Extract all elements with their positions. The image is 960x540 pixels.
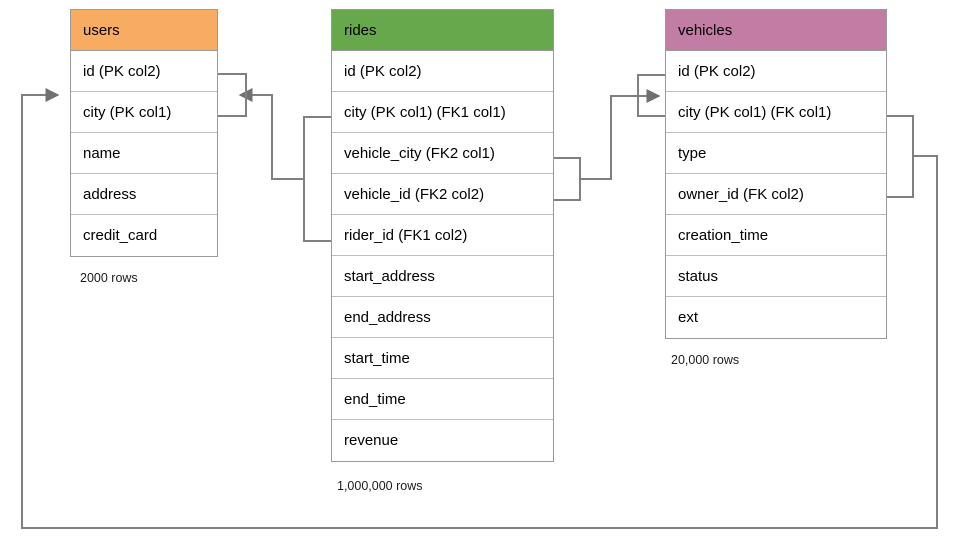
table-vehicles-column-id: id (PK col2) [666,51,886,92]
table-rides-column-id: id (PK col2) [332,51,553,92]
table-rides-column-start-time: start_time [332,338,553,379]
table-users-column-address: address [71,174,217,215]
table-users-column-id: id (PK col2) [71,51,217,92]
table-users[interactable]: users id (PK col2) city (PK col1) name a… [70,9,218,257]
table-vehicles-column-city: city (PK col1) (FK col1) [666,92,886,133]
table-users-row-count: 2000 rows [80,271,138,285]
table-rides-column-city: city (PK col1) (FK1 col1) [332,92,553,133]
relationship-fk2-rides-to-vehicles [554,74,665,201]
table-vehicles-column-status: status [666,256,886,297]
table-vehicles-header: vehicles [666,10,886,51]
table-rides-header: rides [332,10,553,51]
table-rides-column-end-address: end_address [332,297,553,338]
table-vehicles-column-ext: ext [666,297,886,338]
table-vehicles-column-creation-time: creation_time [666,215,886,256]
table-users-column-name: name [71,133,217,174]
table-rides[interactable]: rides id (PK col2) city (PK col1) (FK1 c… [331,9,554,462]
table-rides-column-end-time: end_time [332,379,553,420]
table-rides-row-count: 1,000,000 rows [337,479,423,493]
table-rides-column-rider-id: rider_id (FK1 col2) [332,215,553,256]
table-vehicles-row-count: 20,000 rows [671,353,740,367]
table-rides-column-start-address: start_address [332,256,553,297]
table-rides-column-vehicle-id: vehicle_id (FK2 col2) [332,174,553,215]
table-users-header: users [71,10,217,51]
table-vehicles-column-owner-id: owner_id (FK col2) [666,174,886,215]
table-rides-column-revenue: revenue [332,420,553,461]
table-vehicles[interactable]: vehicles id (PK col2) city (PK col1) (FK… [665,9,887,339]
table-users-column-city: city (PK col1) [71,92,217,133]
table-users-column-credit-card: credit_card [71,215,217,256]
table-vehicles-column-type: type [666,133,886,174]
table-rides-column-vehicle-city: vehicle_city (FK2 col1) [332,133,553,174]
relationship-fk1-rides-to-users [218,73,331,242]
